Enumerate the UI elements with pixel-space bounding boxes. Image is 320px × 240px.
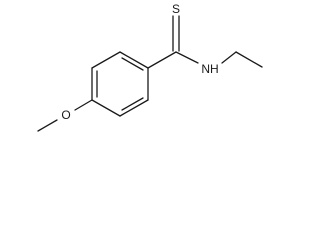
thiocarbonyl-double-bond [172, 15, 180, 52]
ring-bond-c2-c3 [91, 51, 121, 69]
bond-ring-to-oxygen [74, 99, 93, 111]
bond-thiocarbonyl-to-nitrogen [175, 51, 199, 64]
ring-inner-double-bond-top [121, 57, 144, 71]
structure-canvas: S NH O [37, 2, 263, 132]
ring-bond-c4-c5 [91, 99, 121, 117]
ring-inner-double-bond-bottom [121, 97, 144, 111]
ring-bond-c5-c6 [119, 99, 149, 117]
bond-ethyl-ch2-to-ch3 [235, 51, 263, 68]
bond-oxygen-to-methyl [37, 119, 58, 132]
sulfur-atom-label: S [172, 2, 180, 16]
bond-ring-to-thiocarbonyl [147, 51, 177, 69]
oxygen-atom-label: O [61, 108, 70, 122]
benzene-ring [91, 51, 149, 117]
chemical-structure-diagram: S NH O [37, 2, 263, 132]
ring-bond-c1-c2 [119, 51, 149, 69]
bond-nitrogen-to-ethyl-ch2 [221, 51, 237, 64]
nh-group-label: NH [201, 62, 218, 76]
